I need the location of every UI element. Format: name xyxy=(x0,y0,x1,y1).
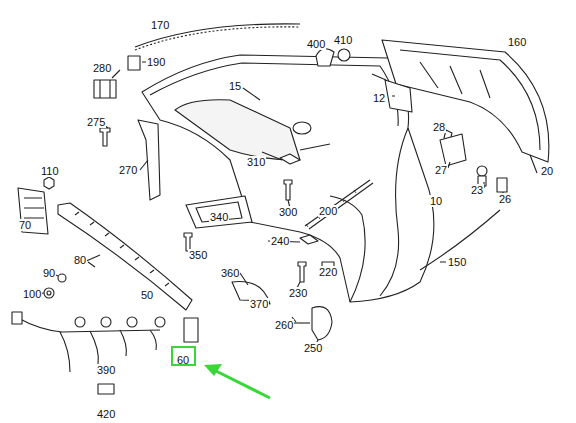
callout-number: 15 xyxy=(228,80,242,92)
callout-number: 350 xyxy=(188,249,208,261)
callout-number: 230 xyxy=(288,287,308,299)
control-unit xyxy=(18,188,48,234)
reflector-frame xyxy=(186,196,252,228)
callout-number: 170 xyxy=(150,19,170,31)
callout-number: 110 xyxy=(40,165,60,177)
callout-number: 20 xyxy=(540,165,554,177)
callout-number: 260 xyxy=(274,319,294,331)
callout-number: 420 xyxy=(96,408,116,420)
callout-number: 28 xyxy=(432,121,446,133)
callout-number: 50 xyxy=(140,289,154,301)
bumper-cover xyxy=(142,55,434,302)
callout-number: 240 xyxy=(270,235,290,247)
callout-number: 27 xyxy=(434,164,448,176)
callout-number: 26 xyxy=(498,193,512,205)
callout-number: 60 xyxy=(177,354,189,366)
callout-number: 280 xyxy=(92,62,112,74)
callout-number: 250 xyxy=(303,342,323,354)
callout-number: 90 xyxy=(42,267,56,279)
callout-number: 190 xyxy=(146,56,166,68)
callout-number: 275 xyxy=(86,116,106,128)
callout-number: 390 xyxy=(96,364,116,376)
callout-number: 300 xyxy=(278,206,298,218)
callout-number: 310 xyxy=(246,156,266,168)
callout-number: 360 xyxy=(220,267,240,279)
callout-number: 400 xyxy=(306,38,326,50)
callout-number: 100 xyxy=(22,288,42,300)
callout-number: 150 xyxy=(447,256,467,268)
callout-number: 10 xyxy=(429,195,443,207)
callout-number: 12 xyxy=(372,92,386,104)
wiring-harness xyxy=(18,318,160,372)
callout-number: 270 xyxy=(118,164,138,176)
callout-number: 70 xyxy=(18,219,32,231)
callout-number: 80 xyxy=(73,254,87,266)
diffuser xyxy=(382,40,549,162)
callout-number: 23 xyxy=(470,184,484,196)
callout-number: 370 xyxy=(249,298,269,310)
mounting-rail xyxy=(58,203,192,310)
highlight-box: 60 xyxy=(171,346,196,366)
callout-number: 410 xyxy=(333,34,353,46)
callout-number: 200 xyxy=(318,205,338,217)
highlight-arrow xyxy=(204,364,270,398)
callout-number: 220 xyxy=(318,266,338,278)
trim-strip xyxy=(420,210,500,270)
callout-number: 340 xyxy=(209,211,229,223)
callout-number: 160 xyxy=(507,36,527,48)
